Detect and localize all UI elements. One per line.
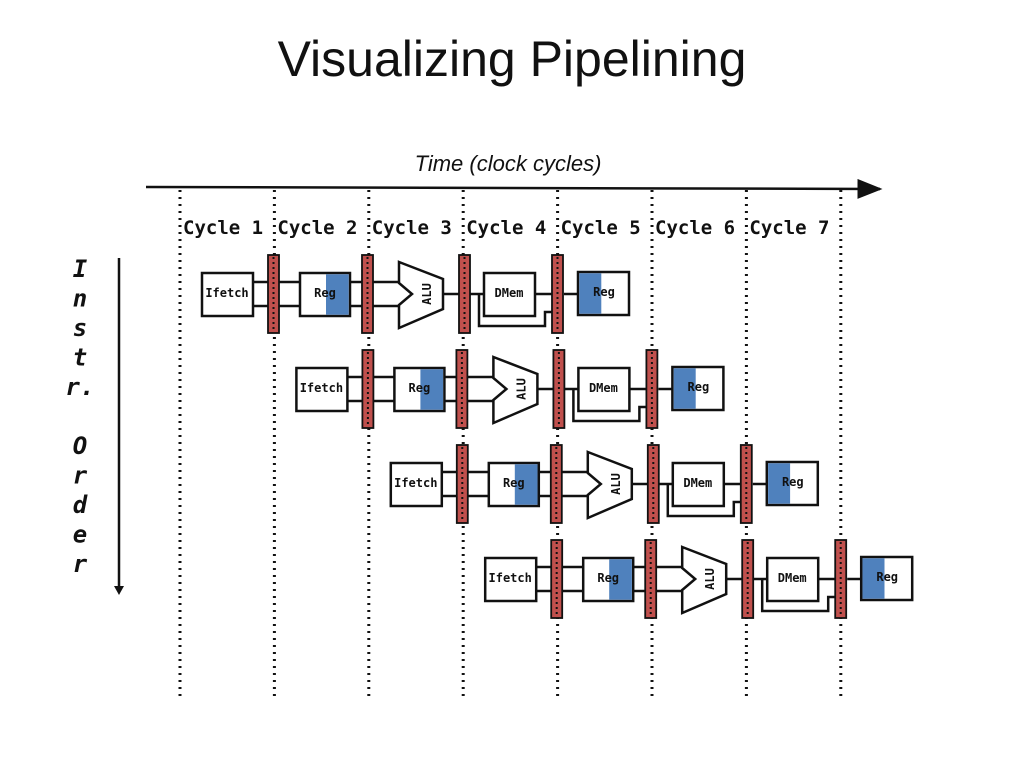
time-axis-label: Time (clock cycles) (415, 151, 602, 176)
reg-read-highlight (326, 274, 349, 315)
alu-label: ALU (514, 378, 528, 400)
alu-label: ALU (609, 473, 623, 495)
instruction-row: Ifetch Reg ALU DMem Reg (295, 349, 725, 429)
ifetch-label: Ifetch (205, 286, 248, 300)
order-axis-char: s (73, 314, 87, 342)
reg-writeback-label: Reg (782, 475, 804, 489)
order-axis-char: r. (66, 373, 95, 401)
reg-read-highlight (514, 464, 538, 505)
reg-read-label: Reg (314, 286, 336, 300)
reg-read-label: Reg (503, 476, 525, 490)
alu-stage-shape (680, 545, 728, 615)
reg-read-label: Reg (597, 571, 619, 585)
instruction-row: Ifetch Reg ALU DMem Reg (483, 539, 914, 619)
dmem-stage-box (577, 366, 631, 413)
cycle-label: Cycle 2 (277, 217, 357, 239)
reg-writeback-highlight (673, 368, 696, 409)
dmem-label: DMem (589, 381, 618, 395)
ifetch-label: Ifetch (300, 381, 343, 395)
dmem-label: DMem (778, 571, 807, 585)
cycle-label: Cycle 4 (466, 217, 546, 239)
dmem-bypass-wire (477, 294, 552, 328)
reg-read-label: Reg (409, 381, 431, 395)
cycle-labels: Cycle 1 Cycle 2 Cycle 3 Cycle 4 Cycle 5 Cycle… (183, 217, 829, 239)
reg-read-highlight (609, 559, 632, 600)
cycle-label: Cycle 1 (183, 217, 263, 239)
alu-stage-shape (397, 260, 445, 330)
dmem-bypass-wire (666, 484, 741, 518)
ifetch-stage-box (483, 556, 538, 603)
order-axis-char: O (73, 432, 87, 460)
reg-writeback-highlight (579, 273, 602, 314)
order-axis-char: r (73, 462, 88, 490)
dmem-bypass-wire (572, 389, 647, 423)
ifetch-stage-box (295, 366, 349, 413)
alu-label: ALU (420, 283, 434, 305)
ifetch-stage-box (200, 271, 255, 318)
ifetch-stage-box (389, 461, 444, 508)
reg-writeback-highlight (862, 558, 885, 599)
order-axis-char: I (73, 255, 88, 283)
alu-label: ALU (703, 568, 717, 590)
alu-stage-shape (586, 450, 634, 520)
alu-stage-shape (492, 355, 539, 425)
reg-read-highlight (420, 369, 444, 410)
ifetch-label: Ifetch (489, 571, 532, 585)
order-axis-arrowhead (114, 586, 124, 595)
cycle-label: Cycle 3 (372, 217, 452, 239)
reg-writeback-label: Reg (593, 285, 615, 299)
cycle-label: Cycle 5 (561, 217, 641, 239)
order-axis-char: d (73, 491, 88, 519)
page-title: Visualizing Pipelining (277, 31, 747, 87)
reg-writeback-label: Reg (688, 380, 710, 394)
dmem-bypass-wire (760, 579, 836, 613)
dmem-stage-box (765, 556, 820, 603)
ifetch-label: Ifetch (394, 476, 437, 490)
order-axis-char: n (73, 285, 87, 313)
dmem-stage-box (482, 271, 537, 318)
order-axis-char: t (73, 344, 87, 372)
cycle-label: Cycle 7 (749, 217, 829, 239)
dmem-label: DMem (683, 476, 712, 490)
instruction-row: Ifetch Reg ALU DMem Reg (200, 254, 631, 334)
instruction-row: Ifetch Reg ALU DMem Reg (389, 444, 820, 524)
dmem-label: DMem (495, 286, 524, 300)
order-axis-char: e (73, 521, 87, 549)
reg-writeback-label: Reg (876, 570, 898, 584)
cycle-label: Cycle 6 (655, 217, 735, 239)
reg-writeback-highlight (768, 463, 791, 504)
dmem-stage-box (671, 461, 726, 508)
order-axis-char: r (73, 550, 88, 578)
time-axis-arrow (145, 178, 883, 199)
